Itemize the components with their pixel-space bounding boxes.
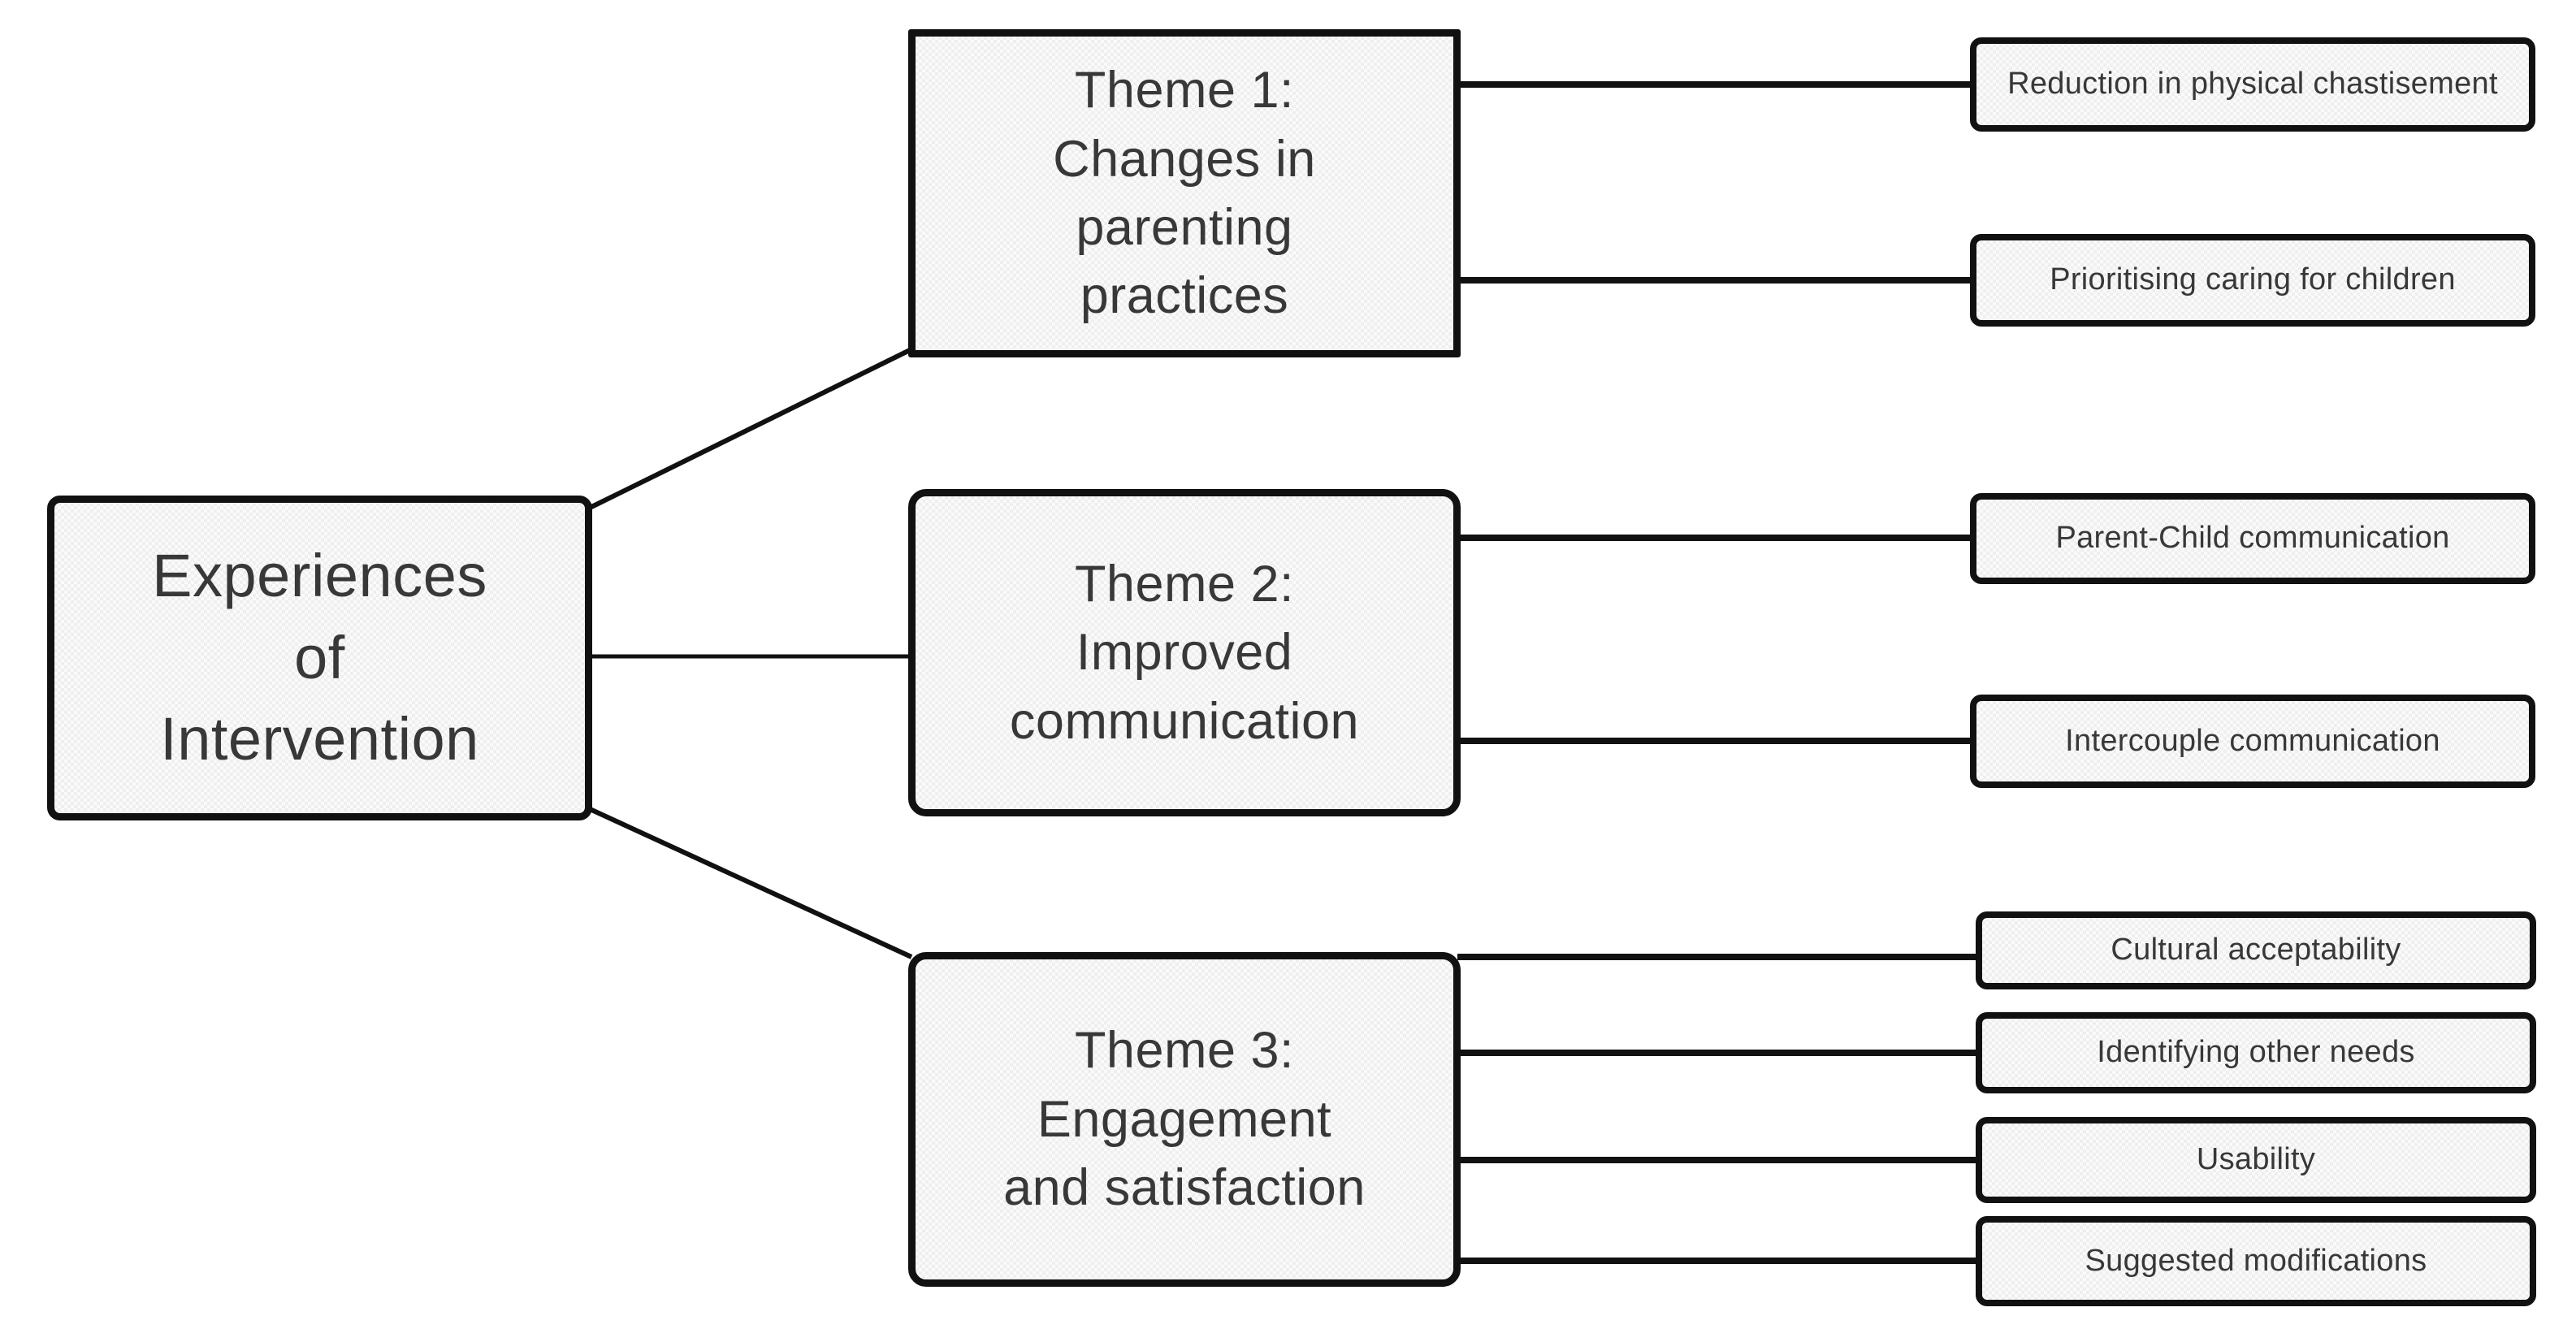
theme-1-node: Theme 1: Changes in parenting practices [908,29,1461,357]
subtheme-node-suggested-modifications: Suggested modifications [1976,1216,2536,1306]
connector-root-theme1 [587,347,913,511]
subtheme-node-cultural-acceptability: Cultural acceptability [1976,911,2536,989]
root-node-experiences-of-intervention: Experiences of Intervention [47,496,592,820]
connector-root-theme3 [587,806,913,959]
subtheme-node-intercouple-communication: Intercouple communication [1970,695,2535,788]
subtheme-node-reduction-physical-chastisement: Reduction in physical chastisement [1970,37,2535,132]
subtheme-node-prioritising-caring-for-children: Prioritising caring for children [1970,234,2535,327]
subtheme-node-identifying-other-needs: Identifying other needs [1976,1012,2536,1093]
theme-3-node: Theme 3: Engagement and satisfaction [908,952,1461,1287]
theme-2-node: Theme 2: Improved communication [908,489,1461,816]
subtheme-node-parent-child-communication: Parent-Child communication [1970,493,2535,584]
subtheme-node-usability: Usability [1976,1117,2536,1203]
